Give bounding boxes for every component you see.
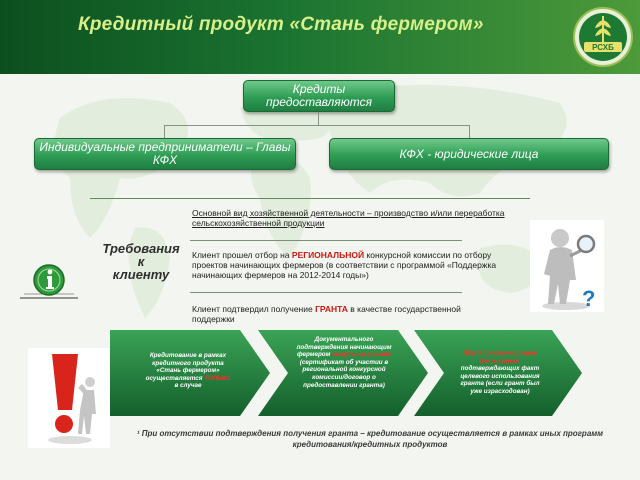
requirement-grant-highlight: ГРАНТА <box>315 304 348 314</box>
step-chevron-2: Документального подтверждения начинающим… <box>258 330 428 416</box>
header-bar <box>0 0 640 74</box>
step2-text: Документального подтверждения начинающим… <box>296 336 392 389</box>
requirement-separator-1 <box>190 240 462 241</box>
requirement-selection: Клиент прошел отбор на РЕГИОНАЛЬНОЙ конк… <box>192 250 528 280</box>
footnote: ¹ При отсутствии подтверждения получения… <box>136 429 604 449</box>
step1-pre: Кредитование в рамках кредитного продукт… <box>145 352 227 382</box>
connector-right-drop <box>469 125 470 138</box>
man-with-magnifier-icon: ? <box>530 220 604 312</box>
legal-entities-box: КФХ - юридические лица <box>329 138 609 170</box>
requirement-separator-2 <box>190 292 462 293</box>
step3-highlight: ЛИБО предоставления документов, <box>463 350 537 365</box>
step1-highlight: ТОЛЬКО <box>204 374 231 382</box>
chevron-shape-2 <box>258 330 428 416</box>
requirement-activity: Основной вид хозяйственной деятельности … <box>192 208 522 228</box>
requirement-activity-text: Основной вид хозяйственной деятельности … <box>192 208 505 228</box>
connector-horizontal <box>164 125 470 126</box>
step2-pre: Документального подтверждения начинающим… <box>296 336 392 359</box>
requirements-title-line2: к <box>137 254 145 269</box>
connector-left-drop <box>164 125 165 138</box>
requirement-selection-pre: Клиент прошел отбор на <box>192 250 290 260</box>
chevron-shape-3 <box>414 330 582 416</box>
page-title: Кредитный продукт «Стань фермером» <box>78 14 484 35</box>
world-map-background <box>54 85 567 318</box>
info-icon <box>20 264 78 299</box>
chevron-shape-1 <box>110 330 270 416</box>
step3-post: подтверждающих факт целевого использован… <box>460 365 540 395</box>
rshb-logo-icon: РСХБ <box>573 7 633 67</box>
step3-text: ЛИБО предоставления документов, подтверж… <box>454 350 546 396</box>
requirement-selection-highlight: РЕГИОНАЛЬНОЙ <box>291 250 365 260</box>
requirements-title-line3: клиенту <box>112 267 170 282</box>
requirement-grant-post: в качестве государственной поддержки <box>192 304 461 324</box>
connector-vertical <box>318 112 319 126</box>
requirement-grant-pre: Клиент подтвердил получение <box>192 304 313 314</box>
section-divider <box>90 198 530 199</box>
requirements-title: Требования к клиенту <box>96 242 186 281</box>
requirement-grant: Клиент подтвердил получение ГРАНТА в кач… <box>192 304 492 324</box>
step-chevron-1: Кредитование в рамках кредитного продукт… <box>110 330 270 416</box>
credits-provided-box: Кредиты предоставляются <box>243 80 395 112</box>
logo-text: РСХБ <box>592 43 614 52</box>
step2-highlight: получения гранта <box>332 351 392 359</box>
requirement-selection-post: конкурсной комиссии по отбору проектов н… <box>192 250 497 280</box>
svg-text:?: ? <box>582 286 595 311</box>
exclamation-icon <box>28 348 110 448</box>
step1-post: в случае <box>174 382 202 390</box>
requirements-title-line1: Требования <box>102 241 180 256</box>
step-chevron-3: ЛИБО предоставления документов, подтверж… <box>414 330 582 416</box>
step2-post: (сертификат об участии в региональной ко… <box>299 358 389 389</box>
individual-entrepreneurs-box: Индивидуальные предприниматели – Главы К… <box>34 138 296 170</box>
step1-text: Кредитование в рамках кредитного продукт… <box>144 352 232 390</box>
